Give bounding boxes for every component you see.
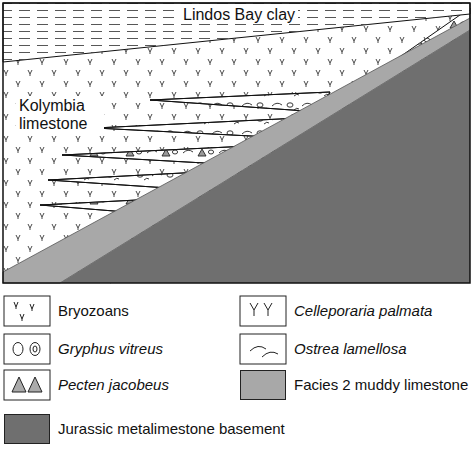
legend-text: Bryozoans bbox=[58, 302, 129, 320]
unit-label: Kolymbia limestone bbox=[16, 96, 104, 134]
unit-label: Lindos Bay clay bbox=[180, 6, 298, 24]
legend-text: Gryphus vitreus bbox=[58, 340, 163, 358]
legend-swatch bbox=[4, 414, 50, 444]
legend-text: Facies 2 muddy limestone bbox=[294, 376, 468, 394]
legend-text: Jurassic metalimestone basement bbox=[58, 420, 285, 438]
legend-swatch bbox=[240, 370, 286, 400]
legend-text: Ostrea lamellosa bbox=[294, 340, 407, 358]
legend-text: Pecten jacobeus bbox=[58, 376, 169, 394]
legend-text: Celleporaria palmata bbox=[294, 302, 432, 320]
